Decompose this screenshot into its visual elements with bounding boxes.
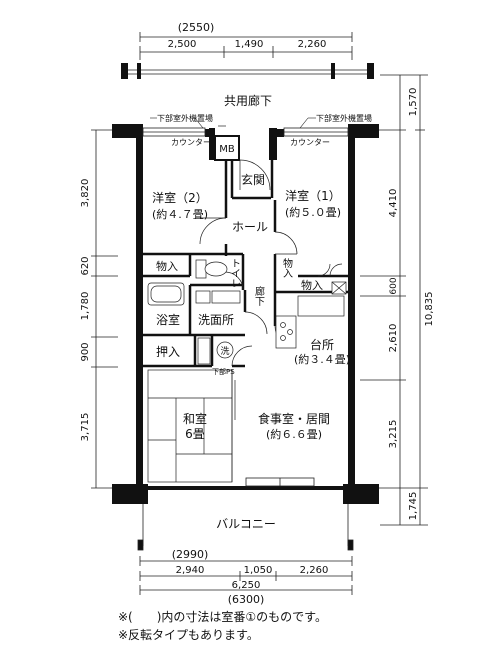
right-dim-1: 1,570 — [408, 88, 419, 117]
right-dim-2: 4,410 — [388, 189, 399, 218]
right-dim-6: 1,745 — [408, 492, 419, 521]
room-storage-vertical: 物入 — [281, 257, 293, 278]
right-dim-total: 10,835 — [424, 292, 435, 327]
left-dim-1: 3,820 — [80, 179, 91, 208]
room-living-size: (約６.６畳) — [266, 427, 322, 441]
right-dim-4: 2,610 — [388, 324, 399, 353]
room-kitchen: 台所 — [310, 337, 334, 352]
left-dimensions — [91, 129, 118, 489]
bottom-dim-paren: (2990) — [172, 548, 209, 561]
top-dim-2: 1,490 — [235, 39, 264, 50]
left-dim-5: 3,715 — [80, 413, 91, 442]
note-line-1: ※( )内の寸法は室番①のものです。 — [118, 610, 327, 624]
room-washitsu: 和室 — [183, 411, 207, 426]
room-storage-left: 物入 — [156, 259, 178, 273]
bottom-dim-paren-total: (6300) — [228, 593, 265, 606]
leader-lines — [150, 117, 316, 129]
room-storage-right: 物入 — [301, 278, 323, 292]
tatami — [147, 369, 233, 483]
fixtures — [147, 125, 347, 365]
outdoor-unit-left: 下部室外機置場 — [157, 113, 213, 123]
lower-ps: 下部PS — [212, 367, 235, 376]
mb-label: MB — [219, 144, 235, 155]
room-living: 食事室・居間 — [258, 411, 330, 426]
top-dim-1: 2,500 — [168, 39, 197, 50]
room-washroom: 洗面所 — [198, 313, 234, 327]
balcony-door — [245, 477, 315, 487]
room-washitsu-size: 6畳 — [185, 427, 205, 441]
right-dim-5: 3,215 — [388, 420, 399, 449]
counter-left: カウンター — [171, 138, 211, 147]
washer-mark: 洗 — [220, 345, 229, 357]
bottom-dim-1: 2,940 — [176, 565, 205, 576]
room-bath: 浴室 — [156, 312, 180, 327]
counter-right: カウンター — [290, 138, 330, 147]
room-kitchen-size: (約３.４畳) — [294, 352, 350, 366]
room-toilet: トイレ — [229, 258, 241, 288]
mb-box — [214, 135, 240, 161]
left-dim-4: 900 — [80, 342, 91, 361]
top-dimensions — [139, 32, 353, 60]
room-genkan: 玄関 — [241, 172, 265, 187]
room-western2: 洋室（2） — [152, 190, 208, 205]
room-western1-size: (約５.０畳) — [285, 205, 341, 219]
right-dim-3: 600 — [389, 277, 399, 294]
bottom-dim-3: 2,260 — [300, 565, 329, 576]
bottom-dimensions — [139, 556, 353, 595]
outdoor-unit-right: 下部室外機置場 — [316, 113, 372, 123]
room-hall: ホール — [232, 220, 268, 234]
note-line-2: ※反転タイプもあります。 — [118, 628, 259, 642]
outer-walls — [112, 124, 379, 504]
room-western1: 洋室（1） — [285, 188, 341, 203]
room-closet: 押入 — [156, 345, 180, 359]
bottom-dim-2: 1,050 — [244, 565, 273, 576]
washitsu-sliding-doors — [231, 370, 236, 482]
corridor-label: 共用廊下 — [224, 93, 272, 108]
room-hallway: 廊下 — [253, 285, 265, 307]
corridor-rail — [121, 63, 374, 79]
front-windows — [142, 127, 349, 137]
bottom-dim-total: 6,250 — [232, 580, 261, 591]
top-dim-paren: (2550) — [178, 21, 215, 34]
left-dim-2: 620 — [80, 256, 91, 275]
balcony-rail — [137, 504, 354, 551]
right-dimensions — [360, 74, 428, 526]
room-western2-size: (約４.７畳) — [152, 207, 208, 221]
left-dim-3: 1,780 — [80, 292, 91, 321]
top-dim-3: 2,260 — [298, 39, 327, 50]
balcony-label: バルコニー — [216, 517, 276, 531]
